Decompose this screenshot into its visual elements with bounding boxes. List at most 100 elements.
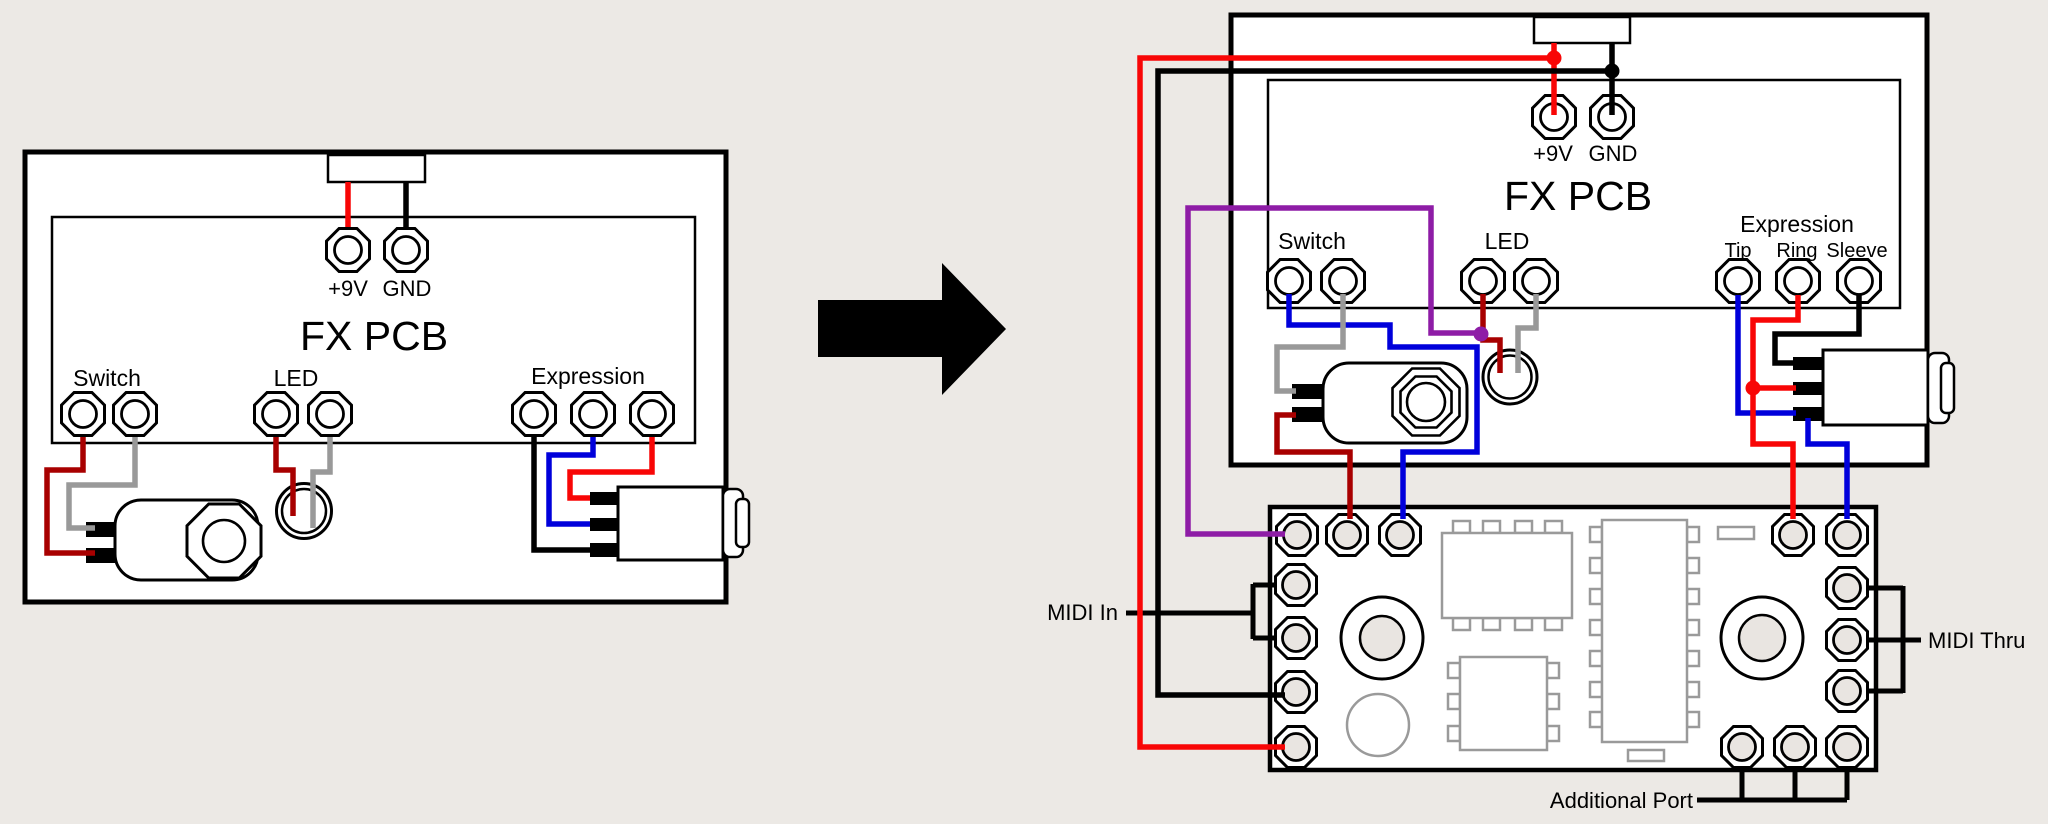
wire-sleeve-black [1772, 295, 1862, 366]
junction-dot-9v [1546, 50, 1562, 66]
solder-pad-hole [1385, 520, 1415, 550]
wire-expression-ring-left [546, 427, 598, 527]
wire-9v-feed-to-midi [1137, 55, 1554, 750]
solder-pad-hole [261, 399, 291, 429]
wire-switch-gray-right [1274, 294, 1346, 394]
footswitch-lug [1292, 407, 1323, 422]
right-expression-jack [1793, 348, 1956, 427]
wire-ring-red-to-midi [1750, 388, 1796, 519]
jack-barrel-inner [734, 497, 751, 549]
arrow-right-icon [818, 263, 1006, 395]
solder-pad-hole [1281, 623, 1311, 653]
led-inner [280, 487, 328, 535]
dip-ic-chip [1588, 518, 1701, 744]
left-footswitch [86, 498, 263, 582]
jack-lug [590, 518, 618, 531]
wire-switch-red-left [44, 427, 95, 556]
solder-pad-hole [1778, 520, 1808, 550]
solder-pad-hole [637, 399, 667, 429]
jack-body [1821, 348, 1930, 427]
solder-pad-hole [519, 399, 549, 429]
mounting-hole-left-inner [1358, 614, 1406, 662]
capacitor-component [1345, 692, 1411, 758]
right-wiring [1137, 43, 1862, 750]
wire-led-red-left [273, 427, 296, 516]
solder-pads-midi-board [1274, 513, 1869, 769]
solder-pad-hole [1521, 266, 1551, 296]
mounting-hole-right-inner [1737, 613, 1787, 663]
solder-pad-hole [1274, 266, 1304, 296]
right-pedal-diagram: FX PCB +9V GND Switch LED Expression Tip… [1228, 12, 1956, 468]
junction-dot-gnd [1604, 63, 1620, 79]
label-ring: Ring [1776, 240, 1817, 262]
footswitch-button-top [1405, 381, 1447, 423]
jack-lug [1793, 407, 1823, 421]
junction-dot-purple [1473, 326, 1489, 342]
solder-pad-hole [315, 399, 345, 429]
footswitch-button-top [201, 518, 247, 564]
label-gnd-right: GND [1589, 141, 1638, 166]
right-footswitch [1292, 361, 1469, 445]
label-expression-right: Expression [1740, 211, 1854, 237]
resistor-component [1626, 748, 1666, 763]
wire-tip-blue-to-midi [1805, 418, 1850, 519]
solder-pad-hole [1281, 677, 1311, 707]
solder-pad-hole [1844, 266, 1874, 296]
label-switch-left: Switch [73, 365, 141, 391]
label-led-right: LED [1485, 228, 1530, 254]
footswitch-button [1391, 367, 1461, 437]
solder-pad-hole [1832, 573, 1862, 603]
wire-footswitch-to-midi [1274, 412, 1353, 519]
midi-thru-bracket [1858, 585, 1921, 694]
solder-pad-hole [1281, 732, 1311, 762]
right-title: FX PCB [1504, 173, 1652, 219]
solder-pad-hole [1328, 266, 1358, 296]
midi-in-bracket [1126, 582, 1284, 641]
wire-expression-sleeve-left [531, 427, 598, 553]
jack-barrel-inner [1939, 361, 1956, 415]
label-9v-left: +9V [328, 276, 368, 301]
wire-led-gray-right [1515, 294, 1539, 373]
solder-pad-hole [391, 235, 421, 265]
jack-body [616, 485, 725, 562]
wire-gnd-feed-to-midi [1155, 68, 1612, 698]
solder-pad-hole [1281, 570, 1311, 600]
midi-board: MIDI In MIDI Thru Additional Port [1047, 504, 2025, 813]
solder-pad-hole [1832, 625, 1862, 655]
label-expression-left: Expression [531, 363, 645, 389]
jack-lug [1793, 382, 1823, 395]
left-led [275, 482, 333, 540]
wire-ring-red [1750, 295, 1801, 391]
wire-switch-blue-to-midi [1286, 294, 1480, 519]
wire-tip-blue [1735, 295, 1796, 416]
jack-lug [590, 492, 618, 505]
junction-dot-ring [1745, 380, 1761, 396]
solder-pad-hole [1727, 732, 1757, 762]
solder-pad-hole [1468, 266, 1498, 296]
ic-chip [1440, 519, 1574, 632]
left-pedal-diagram: FX PCB +9V GND Switch LED Expression [22, 149, 751, 605]
led-inner [1487, 354, 1533, 400]
left-dc-jack [326, 153, 427, 184]
solder-pad-hole [68, 399, 98, 429]
solder-pad-hole [578, 399, 608, 429]
label-led-left: LED [274, 365, 319, 391]
solder-pad-hole [1832, 676, 1862, 706]
label-gnd-left: GND [383, 276, 432, 301]
wire-purple-led-control [1185, 205, 1478, 537]
solder-pads-panel [60, 94, 1882, 437]
solder-pad-hole [1832, 732, 1862, 762]
solder-pad-hole [120, 399, 150, 429]
jack-lug [1793, 357, 1823, 370]
label-midi-in: MIDI In [1047, 600, 1118, 625]
solder-pad-hole [1332, 520, 1362, 550]
solder-pad-hole [333, 235, 363, 265]
midi-board-components [1339, 518, 1805, 763]
wire-led-gray-left [310, 427, 333, 528]
footswitch-button [185, 502, 263, 580]
jack-lug [590, 543, 618, 557]
ic-chip-8pin [1446, 655, 1561, 752]
additional-port-bracket [1697, 762, 1850, 803]
solder-pad-hole [1832, 520, 1862, 550]
